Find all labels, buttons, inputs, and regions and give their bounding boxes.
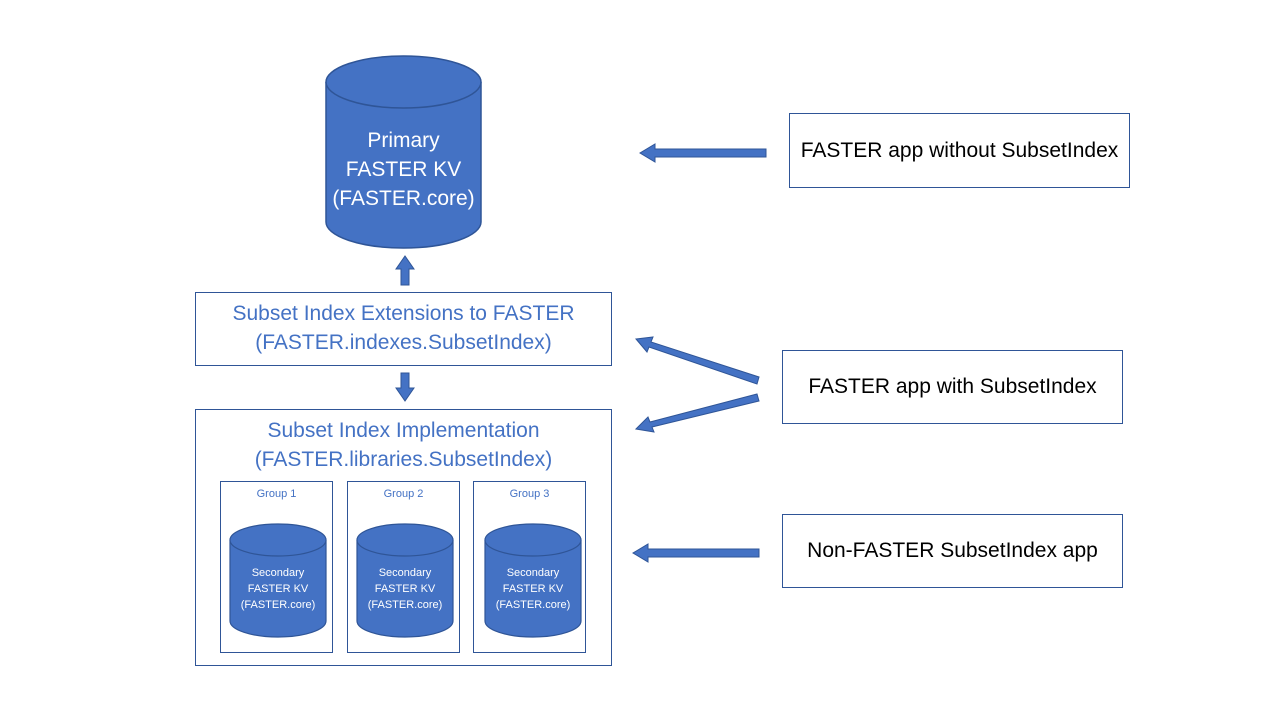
arrow-app-without-to-primary — [639, 143, 767, 163]
implementation-namespace: (FASTER.libraries.SubsetIndex) — [254, 448, 553, 471]
secondary-db-line3: (FASTER.core) — [495, 599, 571, 611]
implementation-box: Subset Index Implementation (FASTER.libr… — [195, 409, 612, 666]
extensions-box: Subset Index Extensions to FASTER (FASTE… — [195, 292, 612, 366]
secondary-db-line1: Secondary — [506, 567, 560, 579]
secondary-db-line1: Secondary — [251, 567, 305, 579]
secondary-db-line3: (FASTER.core) — [240, 599, 316, 611]
arrow-extensions-to-primary — [395, 255, 415, 286]
app-without-subsetindex-label: FASTER app without SubsetIndex — [800, 138, 1119, 162]
primary-db-cylinder: Primary FASTER KV (FASTER.core) — [325, 55, 482, 250]
app-with-subsetindex-box: FASTER app with SubsetIndex — [782, 350, 1123, 424]
primary-db-line2: FASTER KV — [345, 158, 462, 181]
app-without-subsetindex-box: FASTER app without SubsetIndex — [789, 113, 1130, 188]
secondary-db-line2: FASTER KV — [247, 583, 309, 595]
secondary-db-cylinder: Secondary FASTER KV (FASTER.core) — [484, 523, 582, 638]
secondary-db-line1: Secondary — [378, 567, 432, 579]
implementation-heading: Subset Index Implementation (FASTER.libr… — [196, 416, 611, 474]
group-box: Group 3 Secondary FASTER KV (FASTER.core… — [473, 481, 586, 653]
secondary-db-cylinder: Secondary FASTER KV (FASTER.core) — [229, 523, 327, 638]
extensions-namespace: (FASTER.indexes.SubsetIndex) — [255, 331, 552, 354]
database-icon — [484, 523, 582, 638]
arrow-extensions-to-implementation — [395, 372, 415, 402]
non-faster-app-box: Non-FASTER SubsetIndex app — [782, 514, 1123, 588]
extensions-title: Subset Index Extensions to FASTER — [232, 302, 575, 325]
secondary-db-line3: (FASTER.core) — [367, 599, 443, 611]
group-box: Group 2 Secondary FASTER KV (FASTER.core… — [347, 481, 460, 653]
group-label: Group 1 — [256, 488, 297, 500]
secondary-db-cylinder: Secondary FASTER KV (FASTER.core) — [356, 523, 454, 638]
group-label: Group 2 — [383, 488, 424, 500]
implementation-title: Subset Index Implementation — [267, 419, 540, 442]
group-box: Group 1 Secondary FASTER KV (FASTER.core… — [220, 481, 333, 653]
secondary-db-line2: FASTER KV — [502, 583, 564, 595]
group-label: Group 3 — [509, 488, 550, 500]
arrow-app-with-to-extensions — [635, 336, 760, 385]
database-icon — [325, 55, 482, 249]
primary-db-line1: Primary — [367, 129, 440, 152]
database-icon — [229, 523, 327, 638]
arrow-app-with-to-implementation — [634, 393, 760, 433]
primary-db-line3: (FASTER.core) — [332, 187, 475, 210]
non-faster-app-label: Non-FASTER SubsetIndex app — [807, 539, 1098, 562]
secondary-db-line2: FASTER KV — [374, 583, 436, 595]
app-with-subsetindex-label: FASTER app with SubsetIndex — [808, 375, 1097, 398]
database-icon — [356, 523, 454, 638]
arrow-non-faster-to-implementation — [632, 543, 760, 563]
